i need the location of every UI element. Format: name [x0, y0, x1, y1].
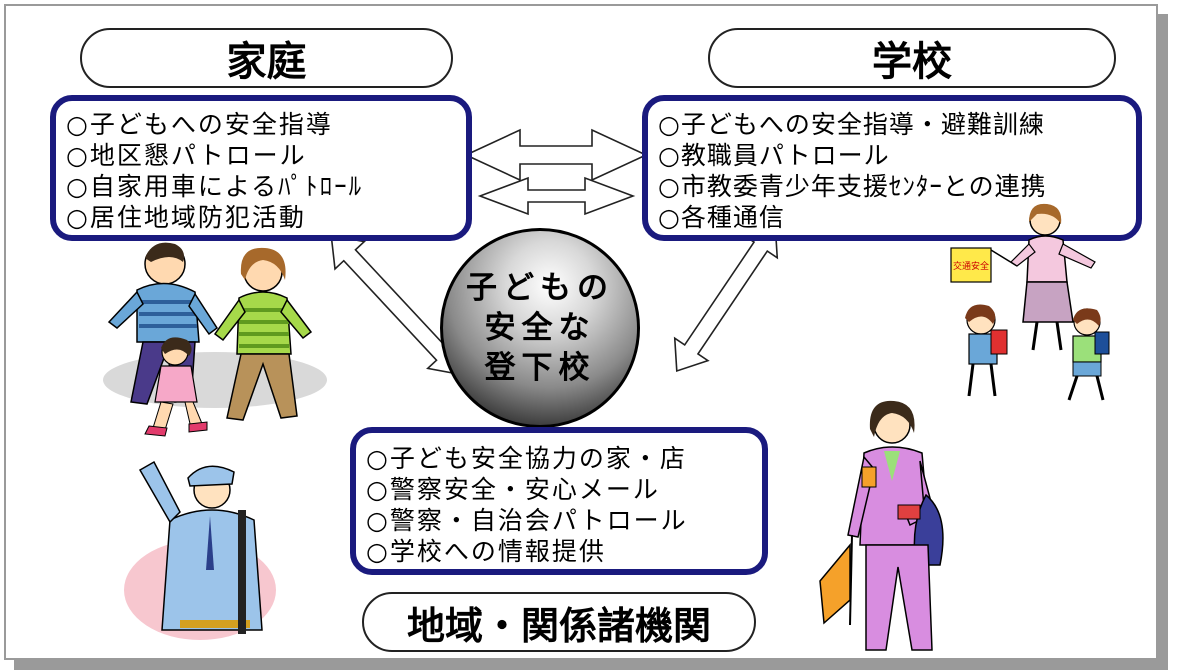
community-item: ○警察・自治会パトロール [366, 506, 688, 535]
school-title-text: 学校 [872, 39, 952, 85]
center-goal-circle: 子どもの 安全な 登下校 [440, 228, 640, 428]
home-item: ○自家用車によるﾊﾟﾄﾛｰﾙ [66, 172, 364, 201]
center-line: 子どもの [466, 270, 614, 306]
school-item: ○子どもへの安全指導・避難訓練 [658, 110, 1045, 139]
mother-figure [213, 247, 313, 421]
double-arrow-bottom [477, 176, 636, 216]
crossing-guard-teacher-illustration: 交通安全 [950, 203, 1110, 401]
girl-figure [144, 337, 208, 437]
community-item: ○学校への情報提供 [366, 537, 606, 566]
home-item: ○子どもへの安全指導 [66, 110, 333, 139]
family-walking-illustration [103, 242, 327, 437]
home-list-box: ○子どもへの安全指導 ○地区懇パトロール ○自家用車によるﾊﾟﾄﾛｰﾙ ○居住地… [50, 95, 472, 241]
community-item: ○警察安全・安心メール [366, 475, 660, 504]
community-list-box: ○子ども安全協力の家・店 ○警察安全・安心メール ○警察・自治会パトロール ○学… [350, 427, 768, 575]
center-line: 登下校 [484, 350, 596, 386]
patrol-volunteer-illustration [819, 400, 944, 651]
home-title-text: 家庭 [226, 39, 307, 85]
school-item: ○各種通信 [658, 203, 785, 232]
home-title: 家庭 [80, 28, 453, 88]
home-item: ○地区懇パトロール [66, 141, 307, 170]
school-item: ○市教委青少年支援ｾﾝﾀｰとの連携 [658, 172, 1047, 201]
home-item: ○居住地域防犯活動 [66, 203, 306, 232]
center-line: 安全な [484, 310, 596, 346]
community-title: 地域・関係諸機関 [362, 592, 756, 652]
school-title: 学校 [708, 28, 1116, 88]
community-title-text: 地域・関係諸機関 [406, 603, 711, 648]
school-item: ○教職員パトロール [658, 141, 890, 170]
police-officer-illustration [124, 460, 276, 640]
center-goal-text: 子どもの 安全な 登下校 [466, 268, 614, 388]
traffic-safety-flag: 交通安全 [950, 247, 1018, 283]
flag-text: 交通安全 [953, 260, 989, 272]
community-item: ○子ども安全協力の家・店 [366, 444, 687, 473]
double-arrow-top [464, 128, 648, 182]
